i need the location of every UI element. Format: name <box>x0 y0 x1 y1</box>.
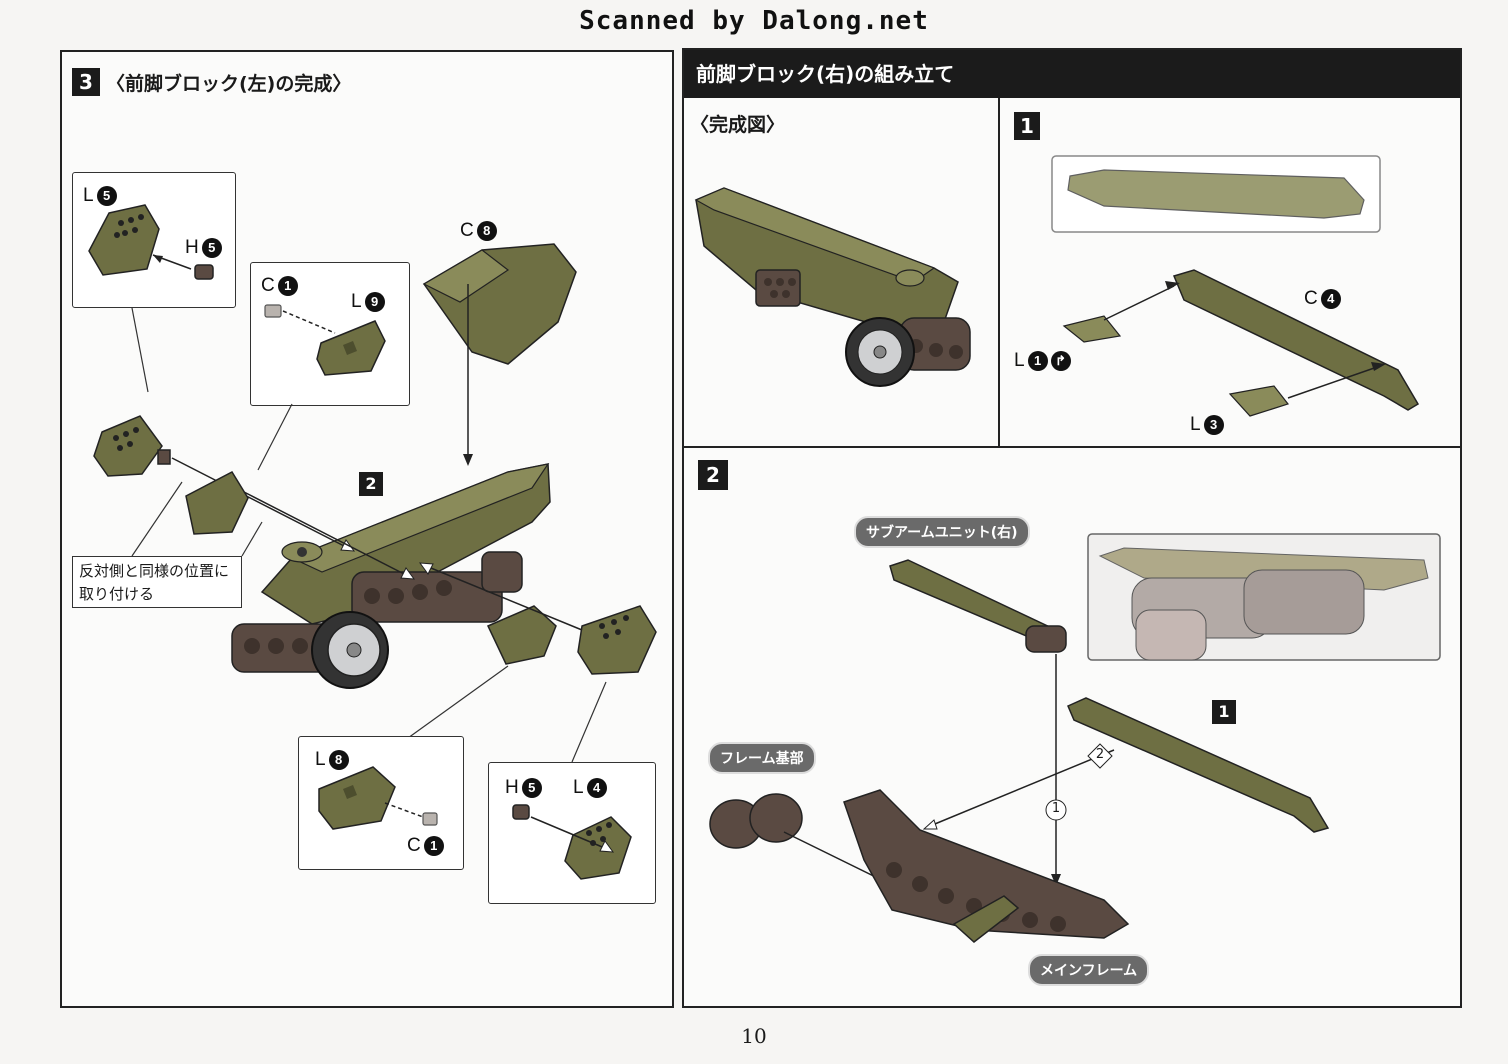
order-marker-2: 2 <box>1095 747 1105 762</box>
step-3-badge: 3 <box>72 68 100 96</box>
part-l9-drawing <box>264 304 386 376</box>
note-line-1: 反対側と同様の位置に <box>79 562 230 580</box>
step-1-reference-badge: 1 <box>1212 700 1236 724</box>
step-2-badge: 2 <box>698 460 728 490</box>
part-l8-drawing <box>318 766 438 830</box>
frame-base-label: フレーム基部 <box>708 742 816 774</box>
watermark-text: Scanned by Dalong.net <box>579 6 929 36</box>
sub-arm-unit-label: サブアームユニット(右) <box>854 516 1030 548</box>
attach-same-position-note: 反対側と同様の位置に 取り付ける <box>72 556 242 608</box>
part-l5-drawing <box>88 204 214 280</box>
step-1-drawing <box>1051 155 1420 417</box>
divider-vertical <box>998 98 1000 446</box>
left-section-title: 〈前脚ブロック(左)の完成〉 <box>106 73 352 95</box>
step-2-drawing <box>709 533 1441 943</box>
page-number: 10 <box>741 1024 767 1048</box>
divider-horizontal <box>684 446 1460 448</box>
complete-view-label: 〈完成図〉 <box>690 114 786 136</box>
front-leg-left-assembly <box>93 243 657 763</box>
note-line-2: 取り付ける <box>79 585 155 603</box>
sub-step-2-badge: 2 <box>359 472 383 496</box>
step-1-badge: 1 <box>1014 112 1040 140</box>
front-leg-right-complete-drawing <box>694 187 971 387</box>
main-frame-label: メインフレーム <box>1028 954 1150 986</box>
order-marker-1: 1 <box>1051 801 1061 816</box>
part-l4-drawing <box>512 804 632 880</box>
right-section-header: 前脚ブロック(右)の組み立て <box>684 50 1460 98</box>
